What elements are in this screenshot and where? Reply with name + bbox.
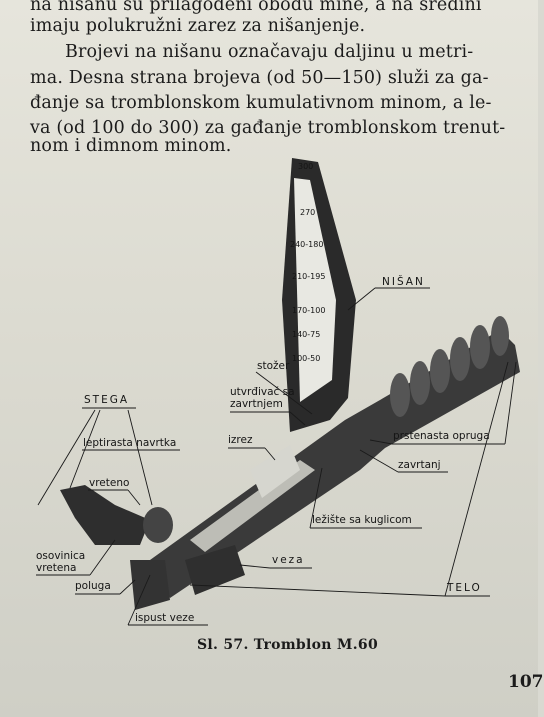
- scale-mark-170: 170-100: [292, 306, 326, 315]
- label-stega: STEGA: [84, 394, 130, 406]
- label-telo: TELO: [447, 582, 482, 594]
- label-vreteno: vreteno: [89, 477, 130, 489]
- text-line-7: nom i dimnom minom.: [30, 136, 232, 156]
- text-line-5: đanje sa tromblonskom kumulativnom minom…: [30, 93, 492, 113]
- scale-mark-300: 300: [298, 162, 314, 171]
- connector: [185, 545, 245, 595]
- text-line-1: na nišanu su prilagođeni obodu mine, a n…: [30, 0, 482, 15]
- clamp: [60, 485, 150, 545]
- scale-mark-240: 240-180: [290, 240, 324, 249]
- lever: [130, 560, 170, 610]
- label-osovinica: osovinica: [36, 550, 86, 562]
- text-line-6: va (od 100 do 300) za gađanje tromblonsk…: [30, 118, 506, 138]
- text-line-4: ma. Desna strana brojeva (od 50—150) slu…: [30, 68, 489, 88]
- scale-mark-210: 210-195: [292, 272, 326, 281]
- label-poluga: poluga: [75, 580, 111, 592]
- leader-lines: [36, 287, 517, 626]
- label-zavrtanj: zavrtanj: [398, 459, 441, 471]
- clamp-spindle: [143, 507, 173, 543]
- text-line-3: Brojevi na nišanu označavaju daljinu u m…: [65, 42, 474, 62]
- page-number: 107: [508, 672, 544, 692]
- label-osovinica-2: vretena: [36, 562, 77, 574]
- label-utvrdivac: utvrđivač sa: [230, 386, 295, 398]
- text-line-2: imaju polukružni zarez za nišanjenje.: [30, 16, 366, 36]
- label-utvrdivac-2: zavrtnjem: [230, 398, 283, 410]
- scale-mark-100: 100-50: [292, 354, 321, 363]
- label-izrez: izrez: [228, 434, 253, 446]
- figure-caption: Sl. 57. Tromblon M.60: [197, 637, 378, 653]
- sight-inner-strip: [294, 178, 336, 402]
- label-ispust-veze: ispust veze: [135, 612, 195, 624]
- spring-rings: [390, 316, 509, 417]
- label-leziste-sa-kuglicom: ležište sa kuglicom: [312, 514, 412, 526]
- label-leptirasta-navrtka: leptirasta navrtka: [83, 437, 177, 449]
- scale-mark-270: 270: [300, 208, 316, 217]
- scale-mark-140: 140-75: [292, 330, 321, 339]
- label-veza: veza: [272, 554, 305, 566]
- body-groove: [250, 445, 300, 498]
- body-highlight: [190, 460, 315, 552]
- label-stozer: stožer: [257, 360, 290, 372]
- label-nisan: NIŠAN: [382, 276, 425, 288]
- label-prstenasta-opruga: prstenasta opruga: [393, 430, 490, 442]
